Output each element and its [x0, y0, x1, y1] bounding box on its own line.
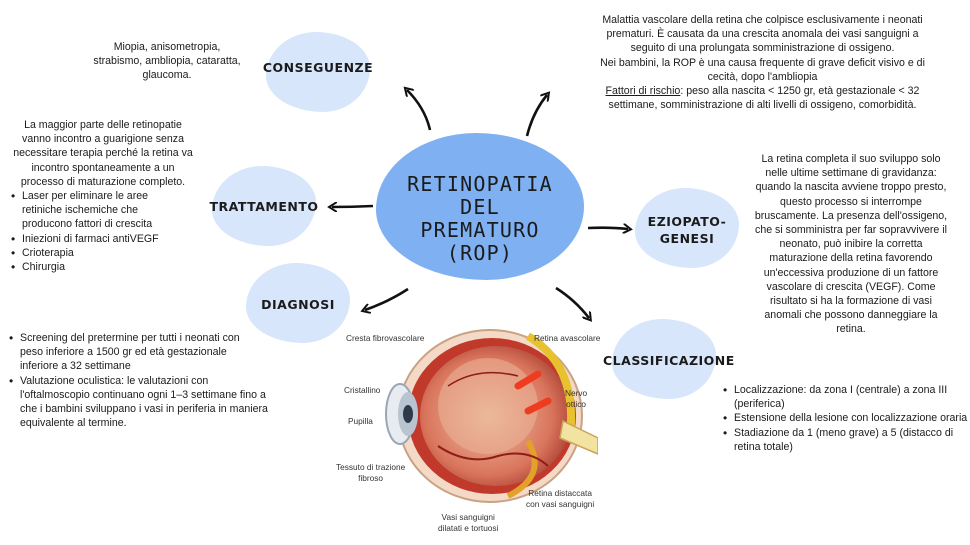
eye-cross-section-illustration: [385, 329, 598, 503]
list-item: Localizzazione: da zona I (centrale) a z…: [723, 383, 968, 411]
arrow-to-diagnosi: [365, 287, 409, 310]
central-title: RETINOPATIA DEL PREMATURO (ROP): [384, 173, 576, 265]
caption-cristallino: Cristallino: [344, 385, 381, 395]
list-item: Crioterapia: [11, 246, 208, 260]
trattamento-list: Laser per eliminare le aree retiniche is…: [8, 189, 208, 274]
trattamento-line: La maggior parte delle retinopatie: [24, 119, 182, 131]
trattamento-text: La maggior parte delle retinopatie vanno…: [8, 118, 208, 274]
list-item: Estensione della lesione con localizzazi…: [723, 411, 968, 425]
trattamento-line: processo di maturazione completo.: [20, 175, 186, 188]
list-item: Screening del pretermine per tutti i neo…: [9, 331, 276, 374]
arrow-to-classificazione: [555, 286, 589, 318]
diagnosi-text: Screening del pretermine per tutti i neo…: [6, 331, 276, 430]
caption-tessuto: Tessuto di trazione fibroso: [336, 462, 406, 483]
classificazione-list: Localizzazione: da zona I (centrale) a z…: [720, 383, 968, 454]
conseguenze-text: Miopia, anisometropia, strabismo, amblio…: [82, 40, 252, 83]
risk-factors-line: Fattori di rischio: peso alla nascita < …: [590, 84, 935, 98]
list-item: Chirurgia: [11, 260, 208, 274]
trattamento-blob: [212, 166, 316, 246]
caption-retina-avascolare: Retina avascolare: [534, 333, 601, 343]
caption-nervo: Nervo ottico: [565, 388, 588, 409]
eziopatogenesi-blob: [635, 188, 739, 268]
arrow-to-definition: [525, 95, 547, 137]
diagnosi-label: DIAGNOSI: [261, 297, 335, 312]
conseguenze-line: Miopia, anisometropia,: [113, 41, 221, 53]
risk-factors-text: : peso alla nascita < 1250 gr, età gesta…: [680, 85, 920, 98]
definition-line: prematuri. È causata da una crescita ano…: [606, 28, 919, 41]
arrow-to-eziopatogenesi: [587, 228, 628, 229]
caption-cresta: Cresta fibrovascolare: [346, 333, 425, 343]
conseguenze-label: CONSEGUENZE: [262, 60, 374, 75]
eziopatogenesi-text: La retina completa il suo sviluppo solo …: [754, 153, 948, 336]
conseguenze-line: strabismo, ambliopia, cataratta,: [93, 55, 241, 68]
central-title-line1: RETINOPATIA: [407, 172, 553, 196]
risk-factors-label: Fattori di rischio: [605, 85, 681, 98]
definition-line: cecità, dopo l'ambliopia: [707, 70, 818, 83]
definition-text: Malattia vascolare della retina che colp…: [590, 13, 935, 112]
diagnosi-blob: [246, 263, 350, 343]
trattamento-line: necessitare terapia perché la retina va: [13, 147, 193, 160]
definition-line: seguito di una prolungata somministrazio…: [630, 42, 895, 55]
trattamento-line: vanno incontro a guarigione senza: [22, 133, 184, 146]
classificazione-label: CLASSIFICAZIONE: [603, 353, 735, 368]
list-item: Stadiazione da 1 (meno grave) a 5 (dista…: [723, 426, 968, 454]
eziopatogenesi-label: EZIOPATO- GENESI: [635, 213, 739, 247]
caption-pupilla: Pupilla: [348, 416, 373, 426]
conseguenze-line: glaucoma.: [142, 69, 192, 82]
trattamento-label: TRATTAMENTO: [209, 199, 319, 214]
caption-vasi: Vasi sanguigni dilatati e tortuosi: [438, 512, 499, 533]
classificazione-text: Localizzazione: da zona I (centrale) a z…: [720, 383, 968, 454]
list-item: Valutazione oculistica: le valutazioni c…: [9, 374, 276, 431]
list-item: Iniezioni di farmaci antiVEGF: [11, 232, 208, 246]
arrow-to-trattamento: [332, 206, 374, 207]
eziopatogenesi-label-line1: EZIOPATO-: [647, 214, 727, 229]
central-title-line3: PREMATURO: [420, 218, 540, 242]
central-blob: [376, 133, 584, 280]
list-item: Laser per eliminare le aree retiniche is…: [11, 189, 208, 232]
eziopatogenesi-label-line2: GENESI: [659, 231, 715, 246]
definition-line: Nei bambini, la ROP è una causa frequent…: [600, 56, 925, 69]
caption-retina-distaccata: Retina distaccata con vasi sanguigni: [526, 488, 595, 509]
trattamento-line: incontro spontaneamente a un: [31, 161, 175, 174]
definition-line: Malattia vascolare della retina che colp…: [602, 14, 923, 26]
definition-line: settimane, somministrazione di alti live…: [608, 99, 917, 112]
central-title-line4: (ROP): [446, 241, 514, 265]
arrow-to-conseguenze: [407, 90, 432, 131]
conseguenze-blob: [266, 32, 370, 112]
classificazione-blob: [612, 319, 716, 399]
diagnosi-list: Screening del pretermine per tutti i neo…: [6, 331, 276, 430]
central-title-line2: DEL: [460, 195, 500, 219]
